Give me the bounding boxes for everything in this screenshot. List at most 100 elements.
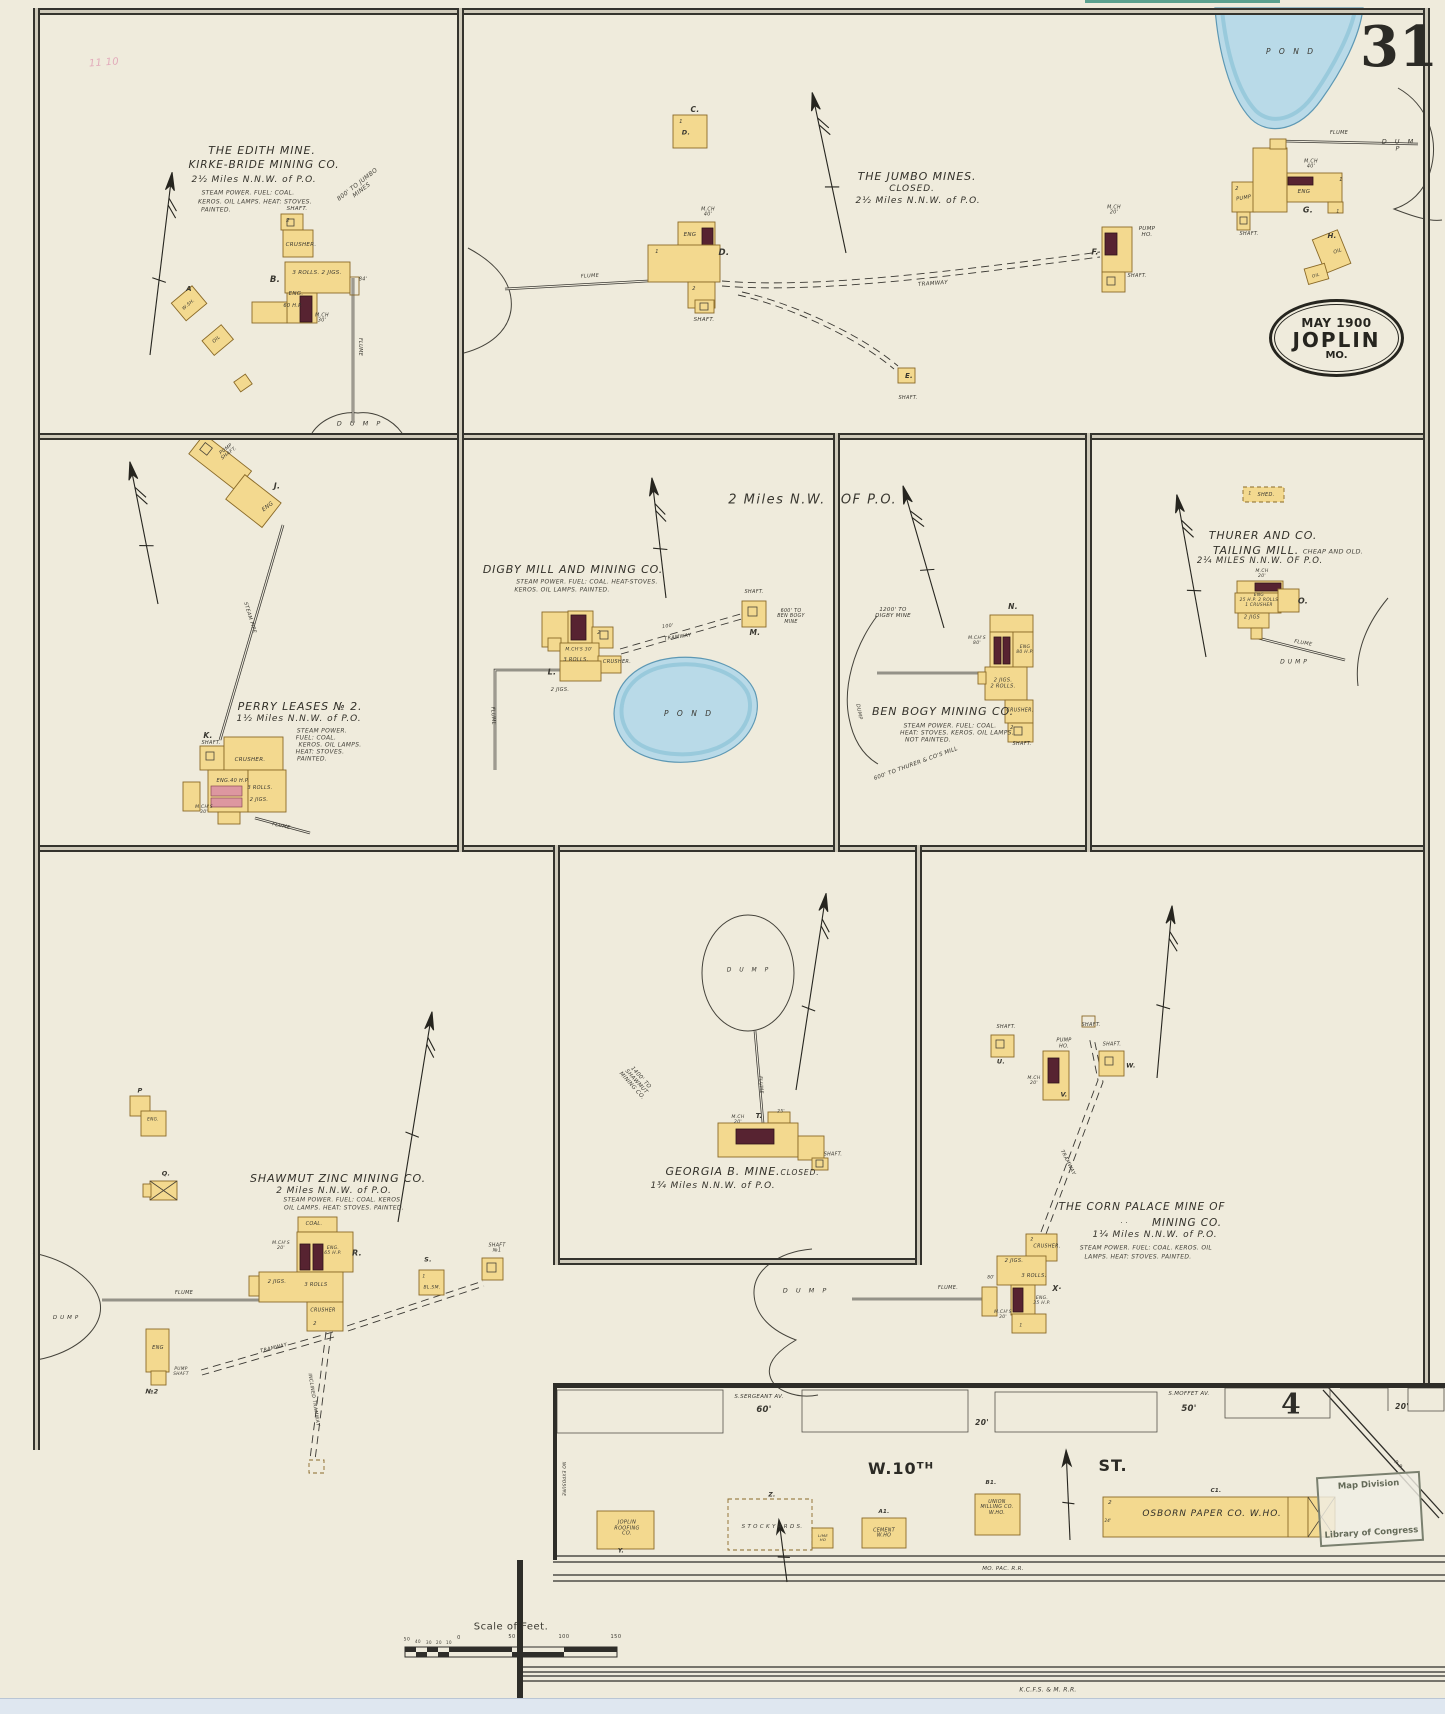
lc-stamp-line1: Map Division — [1337, 1478, 1400, 1492]
border-top — [33, 8, 1429, 15]
map-label: OIL LAMPS. HEAT: STOVES. PAINTED. — [284, 1204, 404, 1212]
map-label: FLUME — [580, 272, 600, 280]
map-label: 2 — [692, 286, 696, 293]
map-label: X· — [1052, 1283, 1062, 1293]
map-label: D U M P — [726, 966, 772, 974]
map-label: FLUME — [489, 706, 497, 726]
map-label: 2½ Miles N.N.W. of P.O. — [855, 195, 981, 206]
map-label: M.CH'S 30' — [994, 1309, 1012, 1320]
map-label: 1400' TO SHAWMUT MINING CO. — [617, 1065, 653, 1102]
map-label: STEAM POWER. — [296, 727, 348, 735]
border-right — [1423, 8, 1430, 1388]
map-label: 1 — [1248, 491, 1252, 497]
map-label: MO. PAC. R.R. — [982, 1565, 1024, 1572]
map-label: 2 JIGS. 2 ROLLS. — [990, 677, 1016, 689]
map-label: KEROS. OIL LAMPS. — [298, 741, 362, 749]
map-label: 1 — [655, 249, 659, 256]
map-label: OF P.O. — [840, 492, 898, 508]
map-label: W.10ᵀᴴ — [868, 1459, 934, 1479]
map-label: S.MOFFET AV. — [1168, 1390, 1210, 1397]
map-label: 2 — [1108, 1499, 1112, 1506]
map-label: D. — [681, 128, 691, 137]
map-label: FLUME. — [937, 1285, 959, 1292]
map-label: ENG. — [147, 1117, 159, 1123]
map-label: · · — [1120, 1219, 1128, 1228]
map-label: SHAFT. — [286, 205, 308, 212]
map-label: CRUSHER. — [1006, 708, 1034, 714]
map-label: KEROS. OIL LAMPS. HEAT: STOVES. — [198, 198, 312, 206]
map-label: SHAFT. — [1102, 1042, 1122, 1048]
map-label: 50 — [508, 1634, 516, 1641]
shawmut-zinc-buildings — [129, 1095, 504, 1474]
map-label: MINING CO. — [1152, 1217, 1222, 1230]
map-label: R. — [352, 1248, 362, 1258]
map-label: CHEAP AND OLD. — [1302, 547, 1364, 556]
map-label: M.CH'S 30' — [195, 804, 213, 815]
map-label: FLUME — [174, 1290, 194, 1297]
map-label: 50 — [403, 1637, 411, 1643]
corn-palace-buildings — [981, 1015, 1125, 1334]
map-label: 2½ Miles N.N.W. of P.O. — [191, 174, 317, 185]
map-label: 2 JIGS. — [249, 797, 269, 804]
map-label: THE JUMBO MINES. — [857, 169, 977, 183]
map-label: M.CH'S 80' — [968, 635, 986, 646]
map-label: 84' — [358, 277, 368, 283]
map-label: Q. — [161, 1169, 171, 1178]
map-label: L. — [547, 667, 557, 677]
map-label: CLOSED. — [889, 183, 935, 194]
map-label: A — [186, 285, 192, 294]
ben-bogy-buildings — [977, 614, 1034, 743]
map-label: O. — [1297, 596, 1309, 606]
map-label: HEAT: STOVES. KEROS. OIL LAMPS. — [900, 729, 1014, 737]
map-label: STEAM POWER. FUEL: COAL. KEROS. — [283, 1196, 403, 1204]
map-label: R.R. — [1392, 1459, 1405, 1472]
map-label: SHED. — [1257, 492, 1275, 499]
map-label: 2 JIGS. — [1004, 1258, 1024, 1265]
tramway-lines — [200, 251, 1444, 1519]
street-lots — [556, 1387, 1445, 1434]
map-label: CEMENT W.HO — [873, 1528, 895, 1539]
map-label: U. — [996, 1057, 1006, 1066]
map-label: CRUSHER. — [602, 659, 632, 666]
stamp-state: MO. — [1325, 349, 1348, 361]
map-label: UNION MILLING CO. W.HO. — [980, 1499, 1014, 1516]
map-label: 0 — [457, 1635, 461, 1642]
pond-digby — [613, 656, 758, 763]
map-label: 1 — [1339, 177, 1343, 184]
map-label: COAL. — [305, 1221, 323, 1228]
map-label: 600' TO THURER & CO'S MILL — [873, 745, 959, 782]
map-label: 24' — [1104, 1517, 1112, 1523]
date-stamp: MAY 1900 JOPLIN MO. — [1269, 299, 1404, 377]
map-label: TRAMWAY — [1058, 1149, 1077, 1177]
map-label: PERRY LEASES № 2. — [237, 699, 363, 713]
map-label: M.CH 40' — [1304, 159, 1318, 170]
map-label: 3 ROLLS. — [563, 657, 589, 664]
map-label: M.CH 20' — [1027, 1075, 1041, 1086]
map-label: HEAT: STOVES. — [295, 748, 345, 756]
map-label: NOT PAINTED. — [904, 736, 952, 744]
digby-mill-buildings — [541, 600, 767, 682]
map-label: BL.SM. — [423, 1285, 441, 1291]
georgia-b-buildings — [717, 1111, 829, 1171]
map-label: S. — [424, 1255, 432, 1264]
map-label: B1. — [985, 1479, 997, 1486]
map-label: SHAFT. — [1012, 741, 1032, 748]
map-label: Z. — [768, 1491, 776, 1499]
map-label: STEAM POWER. FUEL: COAL. HEAT-STOVES. — [516, 578, 658, 586]
map-label: C. — [690, 104, 700, 114]
map-label: 2 JIGS. — [550, 687, 570, 694]
map-label: P O N D — [664, 708, 714, 718]
scan-edge-bottom — [0, 1698, 1445, 1714]
map-label: ENG — [261, 500, 275, 514]
map-label: PAINTED. — [296, 755, 328, 763]
map-label: 10 — [445, 1639, 453, 1645]
map-label: OIL — [1332, 247, 1343, 256]
north-arrows — [128, 92, 1207, 1583]
map-label: 4 — [1281, 1387, 1301, 1421]
map-label: 3 ROLLS. — [247, 785, 273, 792]
map-label: ENG — [152, 1345, 164, 1352]
map-label: M. — [749, 627, 761, 637]
map-label: 1 — [1336, 209, 1340, 215]
